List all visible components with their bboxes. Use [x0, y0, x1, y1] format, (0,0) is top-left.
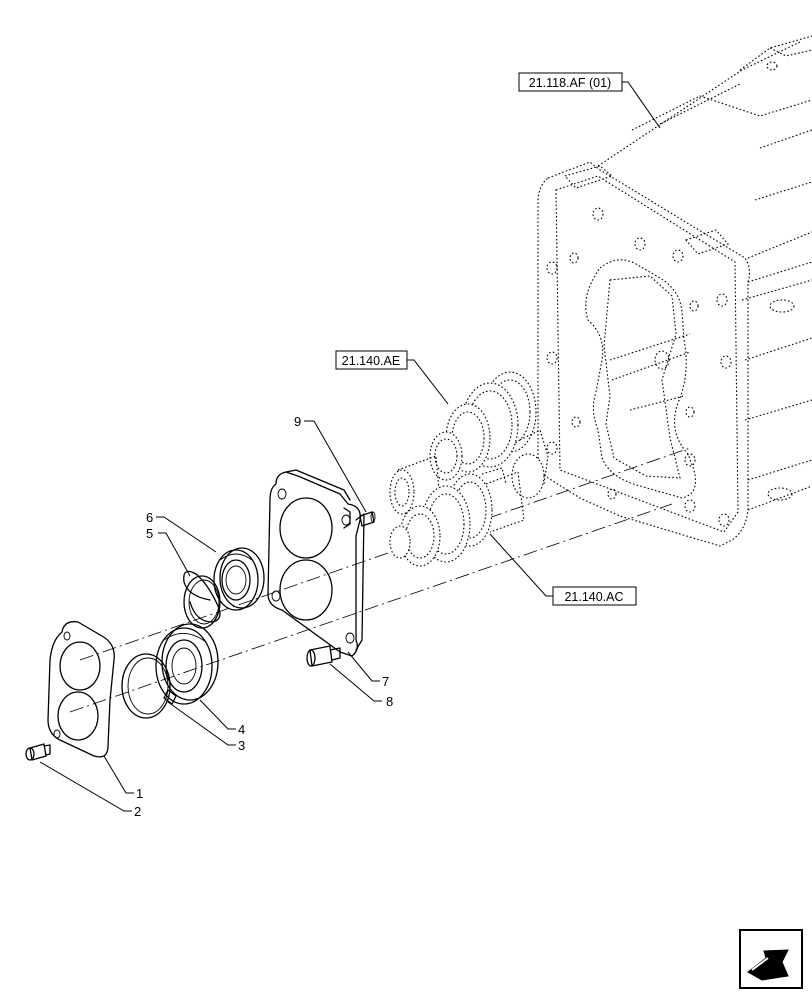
callout-7: 7: [382, 674, 389, 689]
reference-label-gears-upper[interactable]: 21.140.AE: [335, 350, 408, 370]
dowel-pin: [359, 511, 376, 527]
callout-2: 2: [134, 804, 141, 819]
bearing-support-plate: [267, 469, 365, 657]
callout-5: 5: [146, 526, 153, 541]
reference-label-gears-lower[interactable]: 21.140.AC: [552, 586, 637, 606]
lower-bearing: [155, 623, 219, 705]
assembly-centre-lines: [69, 447, 691, 713]
svg-text:21.140.AE: 21.140.AE: [342, 354, 400, 368]
transmission-housing: [537, 35, 812, 547]
cover-plate: [47, 621, 115, 758]
callout-3: 3: [238, 738, 245, 753]
callout-numbers: 9 6 5 7 8 4 3 1 2: [134, 414, 393, 819]
reference-label-housing[interactable]: 21.118.AF (01): [518, 72, 623, 92]
callout-6: 6: [146, 510, 153, 525]
callout-4: 4: [238, 722, 245, 737]
gear-cluster-lower: [389, 455, 525, 567]
leader-lines: [39, 81, 661, 812]
callout-8: 8: [386, 694, 393, 709]
svg-text:21.140.AC: 21.140.AC: [564, 590, 623, 604]
gear-cluster-upper: [429, 371, 549, 499]
upper-bearing: [213, 547, 265, 611]
callout-9: 9: [294, 414, 301, 429]
svg-text:21.118.AF (01): 21.118.AF (01): [529, 76, 611, 90]
next-page-arrow-icon[interactable]: [739, 929, 803, 989]
plate-bolt: [306, 645, 341, 667]
lower-snap-ring: [121, 653, 177, 719]
callout-1: 1: [136, 786, 143, 801]
cover-bolt: [25, 743, 51, 761]
